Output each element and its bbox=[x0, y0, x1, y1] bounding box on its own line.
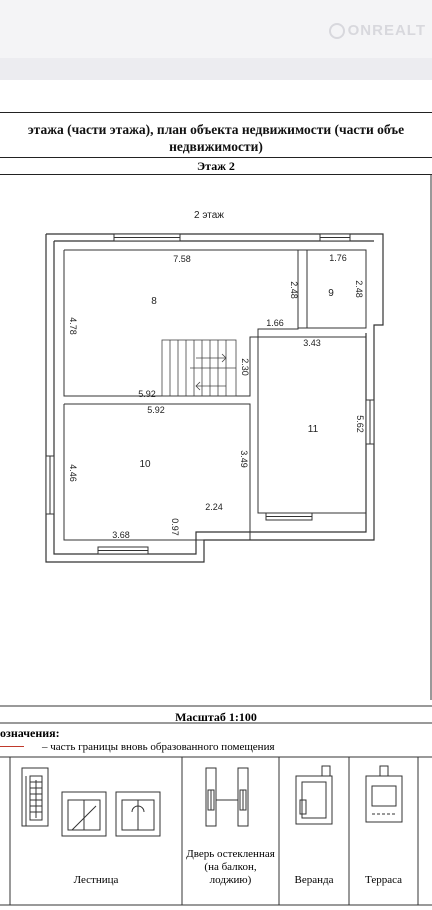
legend-red-line bbox=[0, 746, 24, 747]
dim-0-97: 0.97 bbox=[170, 518, 180, 536]
legend-veranda-label: Веранда bbox=[294, 874, 334, 886]
dim-1-66: 1.66 bbox=[266, 318, 284, 328]
plan-caption: 2 этаж bbox=[194, 210, 224, 221]
watermark-ring-icon bbox=[328, 23, 345, 40]
document-title-line2: недвижимости) bbox=[169, 139, 263, 154]
page-top-area bbox=[0, 0, 432, 58]
scale-label: Масштаб 1:100 bbox=[175, 710, 257, 724]
floor-header-rule bbox=[0, 174, 432, 175]
title-bottom-rule bbox=[0, 157, 432, 158]
floor-header: Этаж 2 bbox=[197, 159, 235, 173]
dim-7-58: 7.58 bbox=[173, 254, 191, 264]
dim-4-46: 4.46 bbox=[68, 464, 78, 482]
windows bbox=[45, 233, 375, 555]
watermark-logo: ONREALT bbox=[328, 22, 426, 40]
room-11-number: 11 bbox=[308, 424, 319, 435]
dim-2-48-left: 2.48 bbox=[289, 281, 299, 299]
dim-4-78: 4.78 bbox=[68, 317, 78, 335]
room-9-number: 9 bbox=[328, 288, 334, 299]
room-walls bbox=[63, 249, 367, 541]
legend-terrace-label: Терраса bbox=[365, 874, 402, 886]
title-top-rule bbox=[0, 112, 432, 113]
legend-door-symbol bbox=[205, 767, 249, 827]
legend-line-note: – часть границы вновь образованного поме… bbox=[42, 741, 275, 753]
stairs bbox=[161, 339, 237, 397]
dim-5-62: 5.62 bbox=[355, 415, 365, 433]
legend-table bbox=[0, 705, 432, 906]
legend-title: означения: bbox=[0, 726, 60, 740]
room-10-number: 10 bbox=[139, 459, 151, 470]
legend-stair-symbols bbox=[21, 767, 161, 837]
legend-veranda-symbol bbox=[295, 765, 333, 825]
dim-5-92-lower: 5.92 bbox=[147, 405, 165, 415]
page-top-band bbox=[0, 58, 432, 80]
dim-3-49: 3.49 bbox=[239, 450, 249, 468]
watermark-text: ONREALT bbox=[347, 22, 426, 39]
dim-3-43: 3.43 bbox=[303, 338, 321, 348]
dim-2-24: 2.24 bbox=[205, 502, 223, 512]
document-title-line1: этажа (части этажа), план объекта недвиж… bbox=[27, 122, 405, 137]
legend-terrace-symbol bbox=[365, 765, 403, 823]
legend-stair-label: Лестница bbox=[73, 874, 119, 886]
dim-2-48-right: 2.48 bbox=[354, 280, 364, 298]
dim-2-30: 2.30 bbox=[240, 358, 250, 376]
dim-3-68: 3.68 bbox=[112, 530, 130, 540]
dim-1-76: 1.76 bbox=[329, 253, 347, 263]
legend-door-label: Дверь остекленная (на балкон, лоджию) bbox=[186, 848, 275, 886]
room-8-number: 8 bbox=[151, 296, 157, 307]
dim-5-92-upper: 5.92 bbox=[138, 389, 156, 399]
